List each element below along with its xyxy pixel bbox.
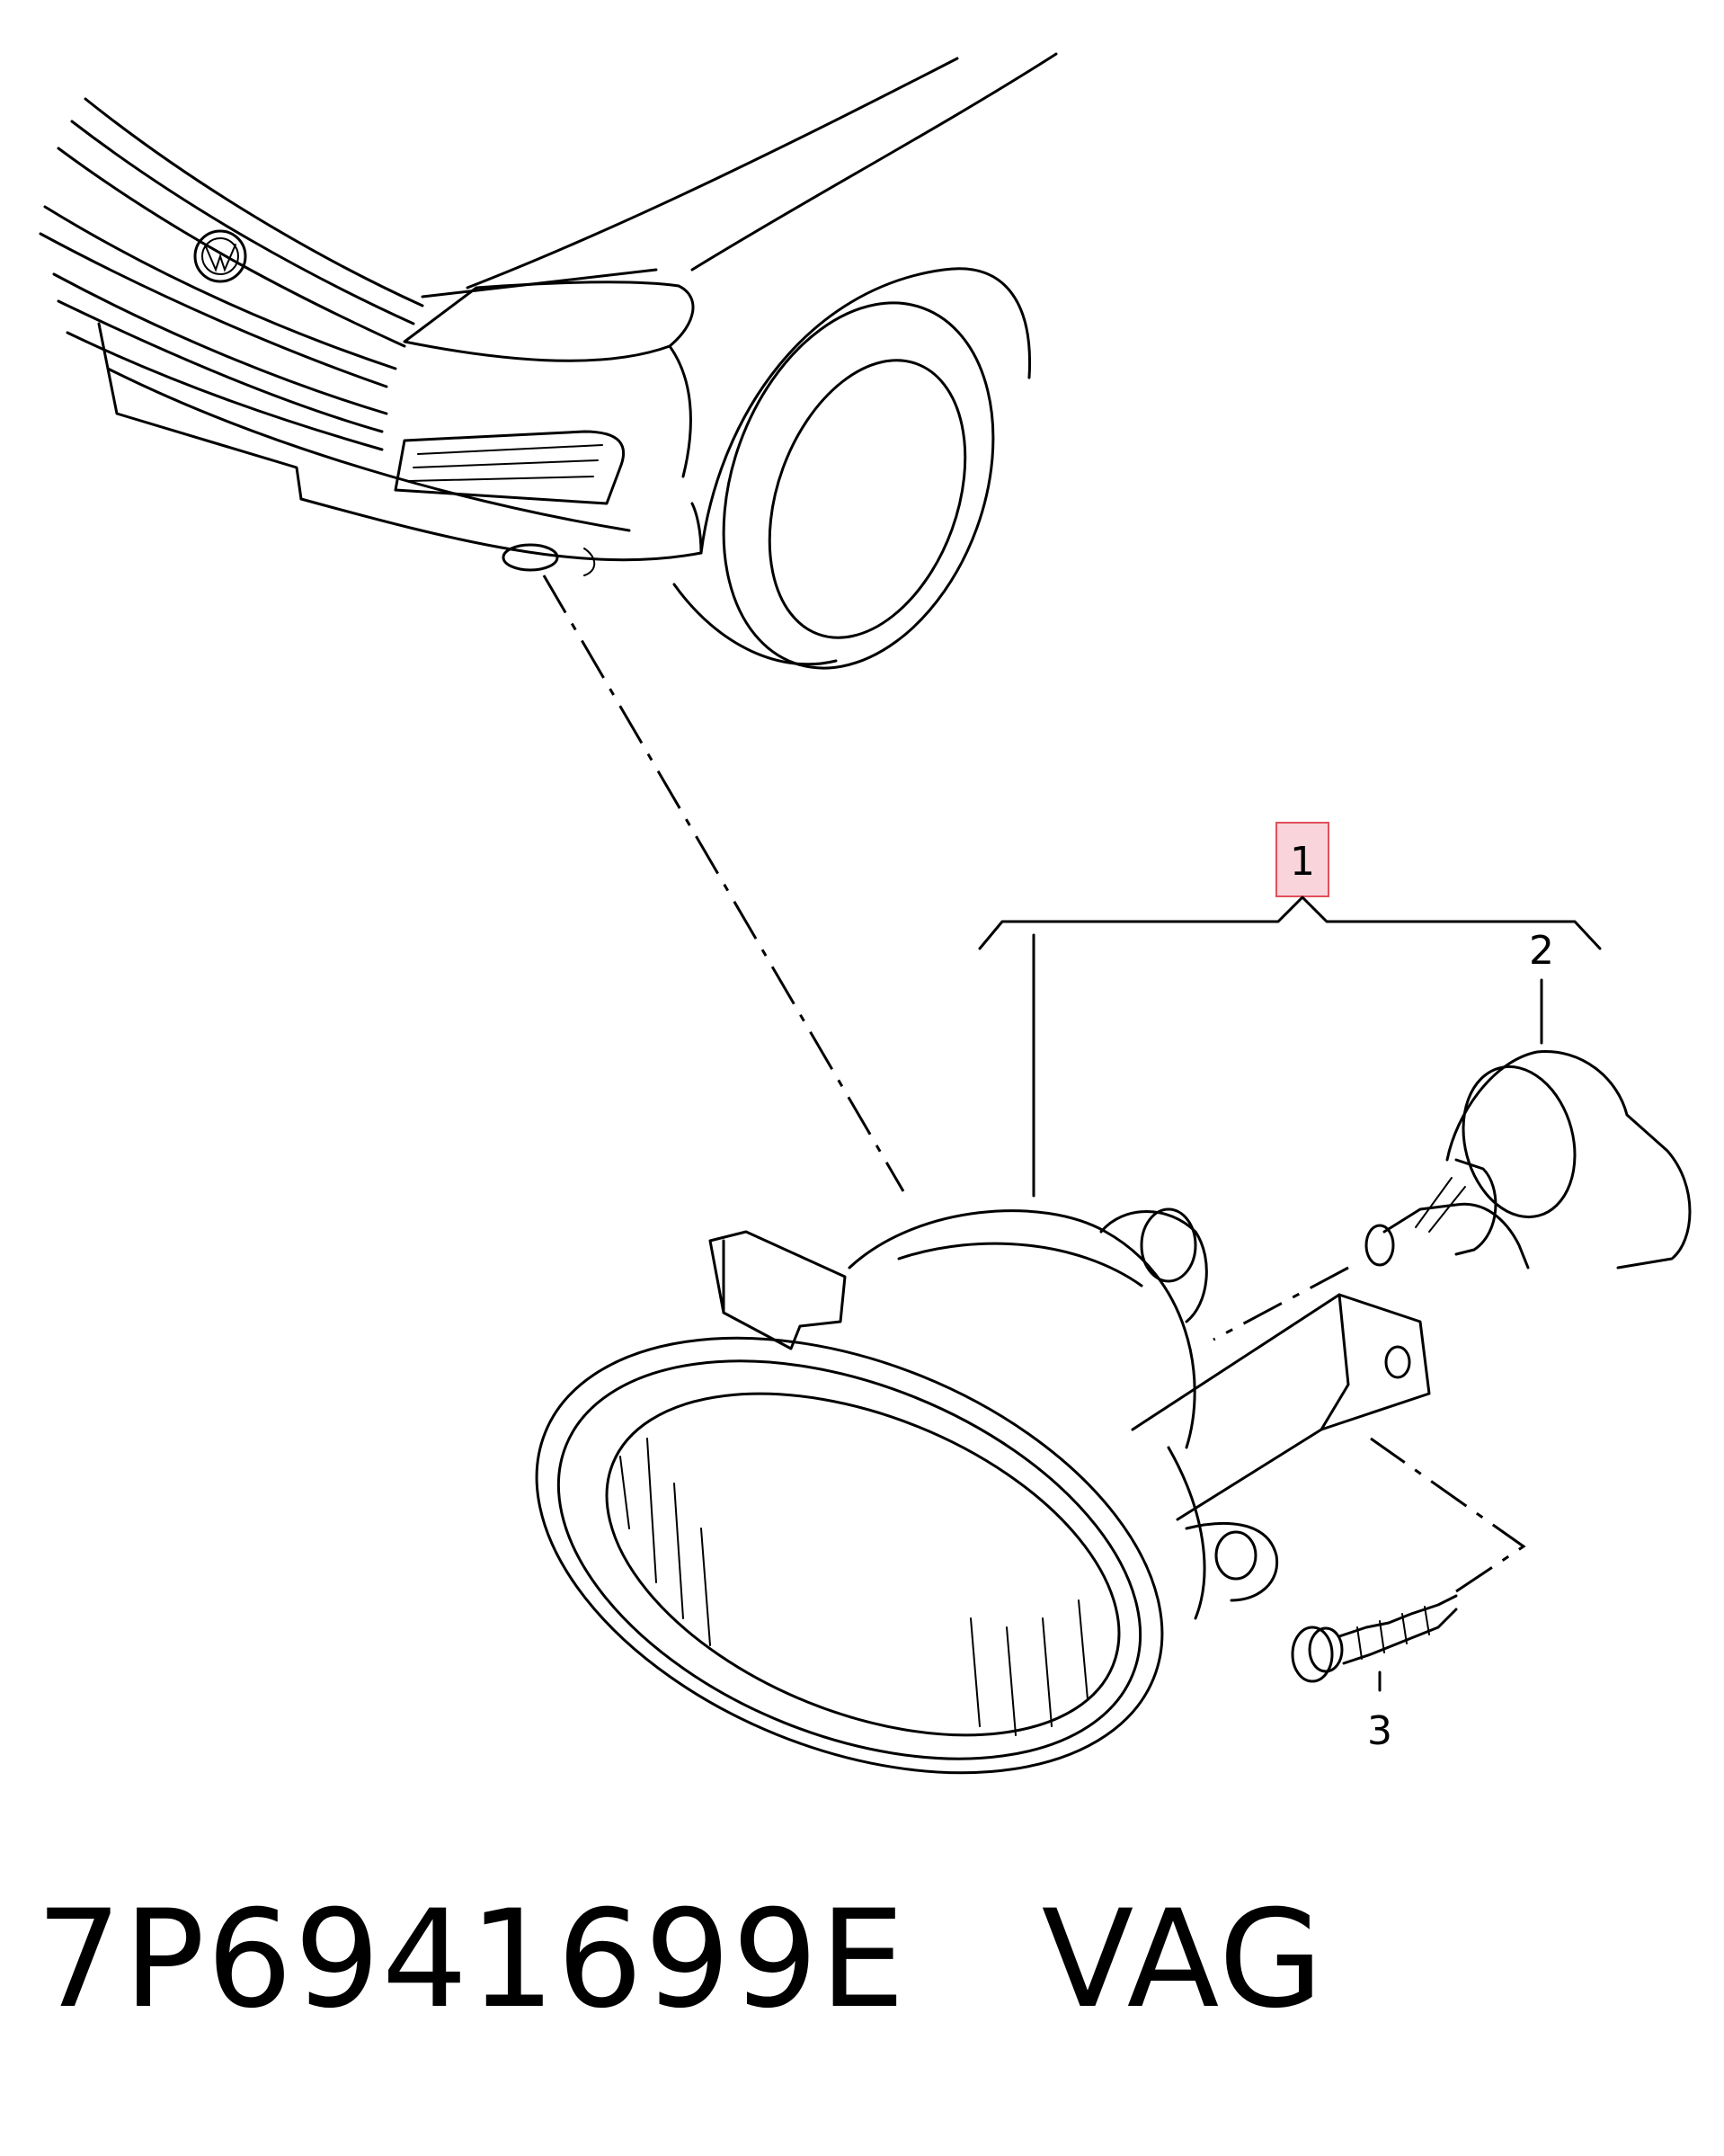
callout-1-group: 1 — [978, 822, 1602, 1198]
callout-1-label: 1 — [1290, 839, 1315, 885]
brand-name: VAG — [1041, 1882, 1325, 2038]
callout-2-label: 2 — [1529, 928, 1554, 974]
callout-3-group: 3 — [1367, 1670, 1392, 1754]
car-front-drawing — [39, 52, 1058, 1192]
part-number: 7P6941699E — [36, 1882, 907, 2038]
bulb-drawing — [1213, 1050, 1692, 1341]
vw-logo-icon — [193, 229, 247, 283]
callout-2-group: 2 — [1529, 928, 1554, 1045]
fog-lamp-drawing — [535, 1207, 1431, 1775]
screw-drawing — [1291, 1437, 1526, 1683]
callout-3-label: 3 — [1367, 1708, 1392, 1754]
